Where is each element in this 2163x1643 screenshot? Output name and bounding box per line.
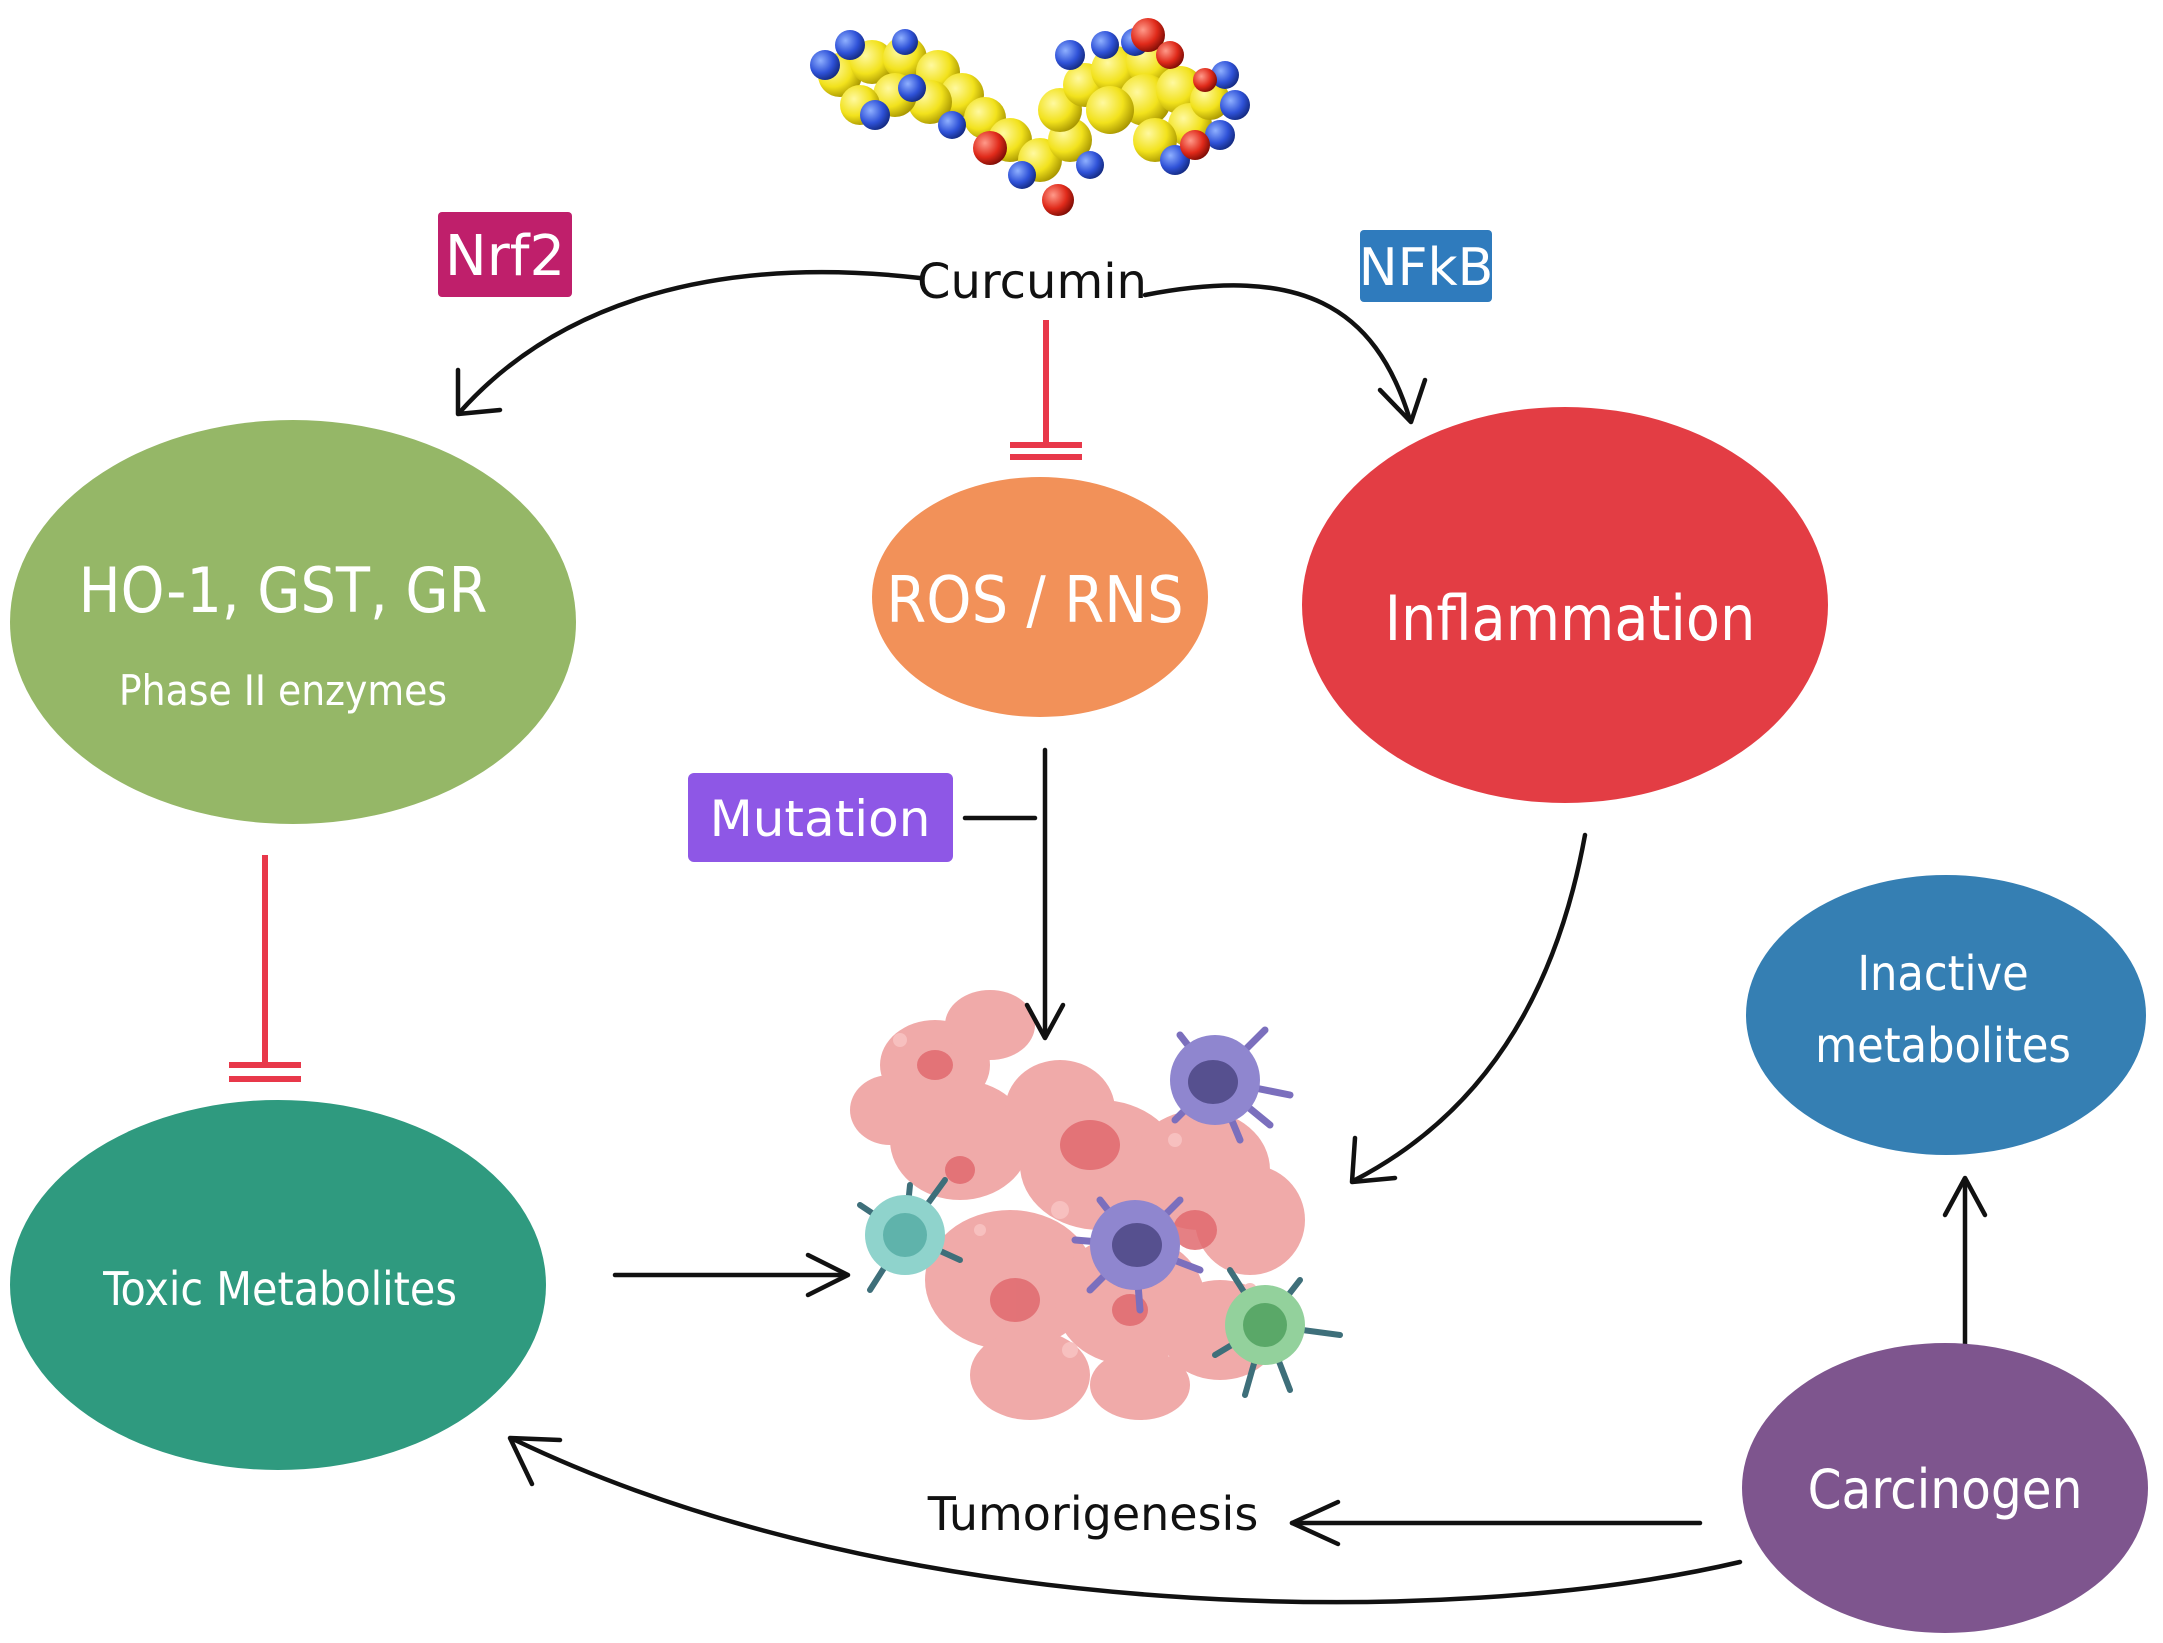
immune-cell-purple-2	[1071, 1196, 1204, 1314]
immune-cell-teal	[857, 1177, 963, 1293]
toxic-title: Toxic Metabolites	[102, 1262, 457, 1316]
inactive-line1: Inactive	[1857, 946, 2028, 1002]
mutation-label: Mutation	[710, 790, 931, 848]
inflammation-title: Inflammation	[1385, 582, 1756, 655]
enzymes-subtitle: Phase II enzymes	[119, 666, 447, 715]
node-inactive-metabolites: Inactive metabolites	[1746, 875, 2146, 1155]
curcumin-label: Curcumin	[917, 254, 1147, 310]
arrowhead-inactive	[1942, 1175, 1988, 1218]
arrow-inflammation-to-tumor	[1352, 832, 1588, 1183]
curcumin-molecule	[810, 18, 1250, 216]
ros-title: ROS / RNS	[886, 564, 1183, 638]
node-toxic-metabolites: Toxic Metabolites	[10, 1100, 546, 1470]
node-carcinogen: Carcinogen	[1742, 1343, 2148, 1633]
immune-cell-green	[1212, 1267, 1343, 1398]
nrf2-tag: Nrf2	[438, 212, 572, 297]
mutation-tag: Mutation	[688, 773, 953, 862]
inactive-line2: metabolites	[1815, 1018, 2071, 1074]
arrowhead-toxic	[507, 1435, 563, 1487]
nfkb-label: NFkB	[1359, 238, 1494, 298]
arrow-curcumin-to-enzymes	[457, 269, 923, 415]
carcinogen-title: Carcinogen	[1808, 1458, 2083, 1521]
immune-cell-purple-1	[1170, 1026, 1294, 1144]
arrowhead-tumorigenesis	[1289, 1499, 1341, 1547]
tumorigenesis-label: Tumorigenesis	[927, 1487, 1259, 1541]
arrow-carcinogen-to-toxic	[512, 1437, 1743, 1605]
enzymes-title: HO-1, GST, GR	[79, 554, 488, 627]
tumor-cells-illustration	[850, 990, 1343, 1420]
nrf2-label: Nrf2	[445, 224, 565, 289]
arrowhead-tumor-right	[1349, 1135, 1398, 1185]
arrowhead-enzymes	[455, 367, 503, 417]
arrow-curcumin-to-inflammation	[1142, 283, 1413, 423]
node-enzymes: HO-1, GST, GR Phase II enzymes	[10, 420, 576, 824]
node-inflammation: Inflammation	[1302, 407, 1828, 803]
connectors	[229, 269, 1988, 1605]
arrowhead-tumor-left	[805, 1252, 851, 1298]
arrowhead-inflammation	[1377, 377, 1428, 425]
node-ros-rns: ROS / RNS	[872, 477, 1208, 717]
arrowhead-tumor-top	[1024, 1002, 1066, 1041]
nfkb-tag: NFkB	[1359, 230, 1494, 302]
